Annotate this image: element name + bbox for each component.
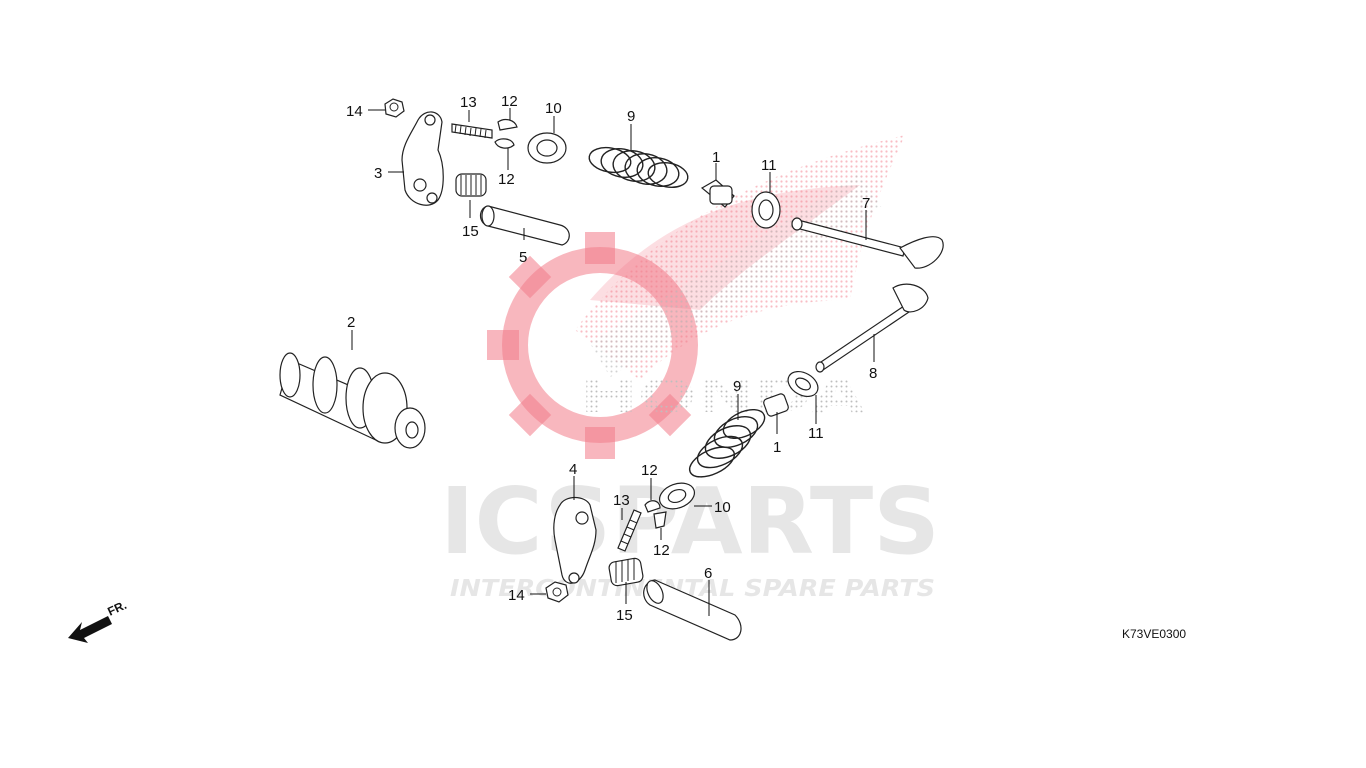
rocker-shaft-5 — [479, 205, 570, 246]
cotter-12-top-b — [494, 138, 515, 149]
callout-5: 5 — [519, 249, 527, 266]
adjust-screw-13-bottom — [617, 509, 642, 552]
callout-12-bottom-b: 12 — [653, 542, 670, 559]
valve-8 — [815, 283, 929, 373]
spring-seat-11-bottom — [787, 370, 819, 398]
leader-lines — [351, 108, 875, 616]
needle-bearing-15-top — [455, 173, 487, 197]
rocker-shaft-6 — [643, 579, 742, 641]
needle-bearing-15-bottom — [608, 557, 644, 587]
stem-seal-1-top — [700, 179, 735, 208]
front-direction-label: FR. — [105, 598, 128, 619]
valve-spring-9-top — [588, 146, 689, 189]
callout-4: 4 — [569, 461, 577, 478]
callout-14-top: 14 — [346, 103, 363, 120]
stem-seal-1-bottom — [763, 393, 789, 417]
callout-12-top-a: 12 — [501, 93, 518, 110]
callout-13-bottom: 13 — [613, 492, 630, 509]
nut-14-top — [384, 98, 405, 118]
callout-9-top: 9 — [627, 108, 635, 125]
camshaft-2 — [279, 352, 426, 449]
honda-watermark-text: HONDA — [580, 369, 866, 423]
callout-12-bottom-a: 12 — [641, 462, 658, 479]
callout-6: 6 — [704, 565, 712, 582]
retainer-10-top — [527, 132, 567, 164]
diagram-code: K73VE0300 — [1122, 627, 1186, 641]
callout-15-top: 15 — [462, 223, 479, 240]
rocker-arm-4 — [553, 496, 597, 584]
cotter-12-top-a — [497, 118, 518, 131]
callout-3: 3 — [374, 165, 382, 182]
callout-12-top-b: 12 — [498, 171, 515, 188]
rocker-arm-3 — [401, 111, 444, 206]
callout-11-top: 11 — [761, 157, 777, 174]
callout-1-top: 1 — [712, 149, 720, 166]
callout-10-top: 10 — [545, 100, 562, 117]
cotter-12-bottom-b — [653, 511, 667, 529]
valve-spring-9-bottom — [688, 408, 766, 478]
callout-8: 8 — [869, 365, 877, 382]
callout-10-bottom: 10 — [714, 499, 731, 516]
retainer-10-bottom — [658, 482, 696, 510]
callouts: 14 13 12 12 10 9 1 11 7 3 15 5 2 8 9 1 1… — [346, 93, 877, 624]
front-direction-arrow-icon — [68, 616, 112, 643]
callout-9-bottom: 9 — [733, 378, 741, 395]
spring-seat-11-top — [751, 191, 781, 229]
callout-14-bottom: 14 — [508, 587, 525, 604]
watermark: HONDA ICSPARTS INTERCONTINENTAL SPARE PA… — [440, 135, 940, 602]
icsparts-watermark-text: ICSPARTS — [440, 468, 940, 575]
wing-watermark-icon — [575, 135, 905, 380]
nut-14-bottom — [545, 581, 569, 603]
callout-2: 2 — [347, 314, 355, 331]
valve-7 — [791, 217, 944, 269]
cotter-12-bottom-a — [644, 500, 661, 513]
callout-1-bottom: 1 — [773, 439, 781, 456]
callout-11-bottom: 11 — [808, 425, 824, 442]
callout-15-bottom: 15 — [616, 607, 633, 624]
callout-7: 7 — [862, 195, 870, 212]
callout-13-top: 13 — [460, 94, 477, 111]
adjust-screw-13-top — [451, 123, 493, 139]
